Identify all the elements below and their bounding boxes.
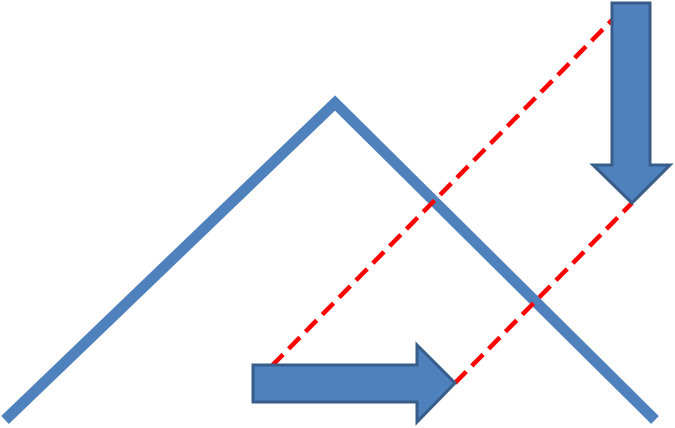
dashed-line-upper: [253, 18, 614, 385]
down-arrow: [589, 1, 674, 206]
dashed-line-lower: [453, 201, 634, 385]
peak-line: [1, 95, 659, 424]
right-arrow: [251, 341, 458, 426]
